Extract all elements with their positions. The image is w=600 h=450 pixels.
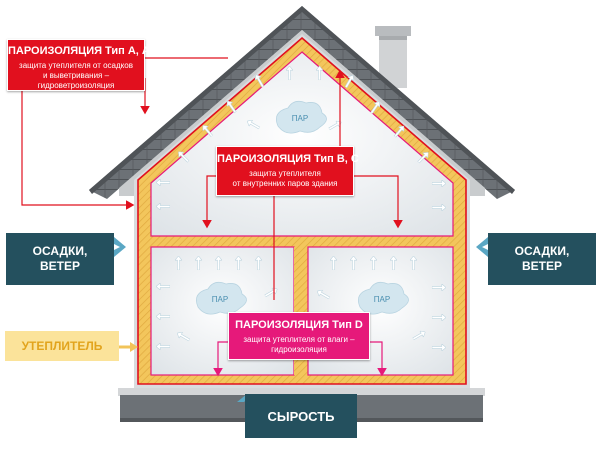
vapor-label-attic: ПАР bbox=[291, 114, 309, 123]
type-bc-desc-line1: защита утеплителя bbox=[249, 169, 321, 178]
dampness-label: СЫРОСТЬ bbox=[245, 394, 357, 438]
type-d-title: ПАРОИЗОЛЯЦИЯ Тип D bbox=[235, 319, 363, 331]
type-bc-desc: защита утеплителя от внутренних паров зд… bbox=[217, 169, 353, 189]
type-a-title: ПАРОИЗОЛЯЦИЯ Тип А, АМ bbox=[8, 45, 159, 57]
type-bc-desc-line2: от внутренних паров здания bbox=[232, 179, 338, 188]
precip-left-line1: ОСАДКИ, bbox=[32, 244, 88, 258]
type-d-desc: защита утеплителя от влаги – гидроизоляц… bbox=[229, 335, 369, 355]
precip-right-line1: ОСАДКИ, bbox=[514, 244, 570, 258]
vapor-label-right: ПАР bbox=[373, 295, 391, 304]
type-d-desc-line2: гидроизоляция bbox=[271, 345, 327, 354]
precipitation-wind-left: ОСАДКИ, ВЕТЕР bbox=[6, 233, 114, 285]
type-bc-label: ПАРОИЗОЛЯЦИЯ Тип В, С защита утеплителя … bbox=[216, 146, 359, 196]
precip-left-line2: ВЕТЕР bbox=[39, 259, 80, 273]
type-bc-title: ПАРОИЗОЛЯЦИЯ Тип В, С bbox=[217, 153, 359, 165]
vapor-label-left: ПАР bbox=[211, 295, 229, 304]
precip-right-line2: ВЕТЕР bbox=[521, 259, 562, 273]
type-d-label: ПАРОИЗОЛЯЦИЯ Тип D защита утеплителя от … bbox=[228, 312, 370, 360]
insulation-arrowhead bbox=[130, 342, 138, 352]
vapor-cloud-right bbox=[357, 281, 409, 315]
type-d-leader-lines bbox=[213, 341, 387, 377]
type-bc-leader-lines bbox=[202, 69, 403, 300]
type-a-leader-lines bbox=[21, 57, 228, 210]
right-arrow-tip bbox=[476, 237, 488, 257]
insulation-label: УТЕПЛИТЕЛЬ bbox=[5, 331, 119, 361]
type-a-label: ПАРОИЗОЛЯЦИЯ Тип А, АМ защита утеплителя… bbox=[7, 39, 159, 91]
type-a-desc: защита утеплителя от осадков и выветрива… bbox=[8, 61, 144, 91]
type-d-desc-line1: защита утеплителя от влаги – bbox=[243, 335, 355, 344]
precipitation-wind-right: ОСАДКИ, ВЕТЕР bbox=[488, 233, 596, 285]
vapor-cloud-attic bbox=[275, 100, 327, 134]
floor-slab bbox=[143, 237, 461, 247]
attic-room bbox=[150, 51, 454, 237]
type-a-desc-line1: защита утеплителя от осадков bbox=[19, 61, 133, 70]
type-a-desc-line2: и выветривания – гидроветроизоляция bbox=[37, 71, 115, 90]
left-arrow-tip bbox=[114, 237, 126, 257]
vapor-cloud-left bbox=[195, 281, 247, 315]
